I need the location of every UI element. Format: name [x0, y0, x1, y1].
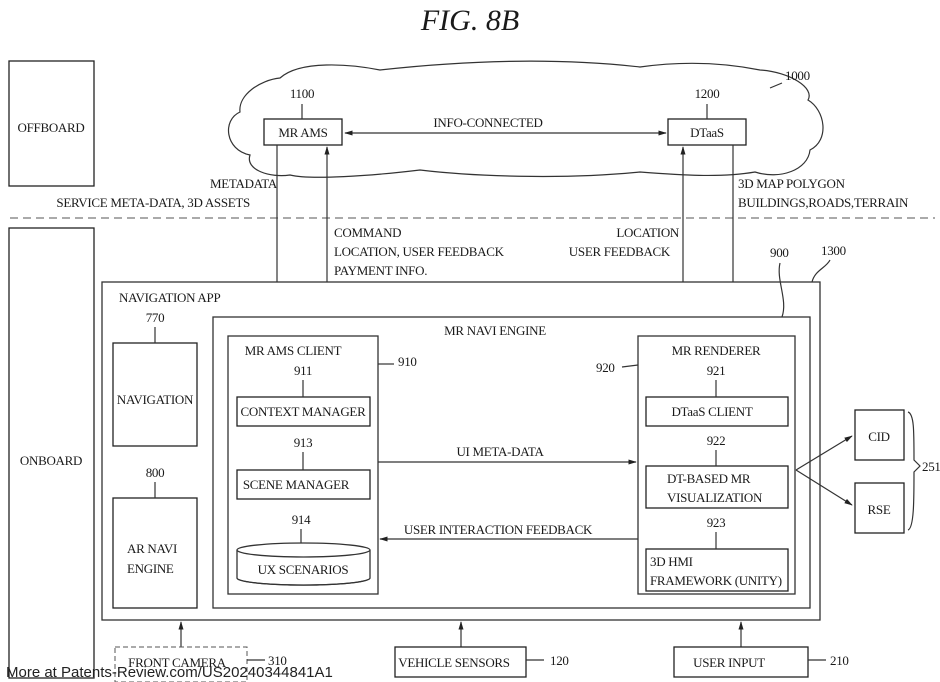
onboard-label: ONBOARD	[20, 453, 82, 468]
dt-mr-visualization-box	[645, 465, 789, 509]
front-camera-box	[114, 646, 248, 682]
scene-manager-ref: 913	[294, 435, 313, 450]
map-label-line2: BUILDINGS,ROADS,TERRAIN	[738, 195, 909, 210]
context-manager-ref: 911	[294, 363, 312, 378]
cloud-ref-leader	[769, 82, 783, 89]
context-manager-label: CONTEXT MANAGER	[241, 404, 367, 419]
ar-navi-label-line2: ENGINE	[127, 561, 174, 576]
user-input-ref: 210	[830, 653, 849, 668]
scene-manager-box	[236, 469, 371, 500]
dtaas-client-ref: 921	[707, 363, 726, 378]
mr-ams-label: MR AMS	[278, 125, 327, 140]
mr-renderer-label: MR RENDERER	[672, 343, 761, 358]
location-label-line2: USER FEEDBACK	[569, 244, 671, 259]
mr-ams-client-label: MR AMS CLIENT	[245, 343, 342, 358]
front-camera-ref: 310	[268, 653, 287, 668]
cloud-ref: 1000	[785, 68, 810, 83]
command-label-line2: LOCATION, USER FEEDBACK	[334, 244, 505, 259]
navigation-box	[112, 342, 198, 447]
dtaas-client-box	[645, 396, 789, 427]
ux-scenarios-label: UX SCENARIOS	[258, 562, 349, 577]
navigation-ref: 770	[146, 310, 165, 325]
context-manager-box	[236, 396, 371, 427]
dt-mr-vis-ref: 922	[707, 433, 726, 448]
vehicle-sensors-ref: 120	[550, 653, 569, 668]
navigation-app-ref: 1300	[821, 243, 846, 258]
mr-ams-box	[263, 118, 343, 146]
ar-navi-ref: 800	[146, 465, 165, 480]
hmi-ref: 923	[707, 515, 726, 530]
ar-navi-label-line1: AR NAVI	[127, 541, 177, 556]
displays-ref: 251	[922, 459, 940, 474]
hmi-label-line1: 3D HMI	[650, 554, 693, 569]
hmi-framework-box	[645, 548, 789, 592]
onboard-zone-box	[8, 227, 95, 679]
mr-renderer-ref: 920	[596, 360, 615, 375]
watermark-text: More at Patents-Review.com/US20240344841…	[6, 664, 333, 681]
dtaas-box	[667, 118, 747, 146]
ui-meta-data-label: UI META-DATA	[456, 444, 544, 459]
dt-mr-vis-label-line2: VISUALIZATION	[667, 490, 763, 505]
front-camera-label: FRONT CAMERA	[128, 655, 227, 670]
service-meta-label: SERVICE META-DATA, 3D ASSETS	[56, 195, 250, 210]
mr-renderer-ref-leader	[621, 364, 639, 368]
map-label-line1: 3D MAP POLYGON	[738, 176, 846, 191]
location-label-line1: LOCATION	[616, 225, 680, 240]
rse-box	[854, 482, 905, 534]
dtaas-client-label: DTaaS CLIENT	[671, 404, 752, 419]
dtaas-label: DTaaS	[690, 125, 724, 140]
command-label-line1: COMMAND	[334, 225, 401, 240]
mr-navi-engine-ref: 900	[770, 245, 789, 260]
mr-ams-client-ref: 910	[398, 354, 417, 369]
cloud-shape	[227, 60, 824, 178]
user-interaction-label: USER INTERACTION FEEDBACK	[404, 522, 593, 537]
ar-navi-engine-box	[112, 497, 198, 609]
command-label-line3: PAYMENT INFO.	[334, 263, 427, 278]
dtaas-ref: 1200	[695, 86, 720, 101]
offboard-zone-box	[8, 60, 95, 187]
user-input-box	[673, 646, 809, 678]
navigation-app-label: NAVIGATION APP	[119, 290, 220, 305]
vehicle-sensors-box	[394, 646, 527, 678]
rse-label: RSE	[868, 502, 891, 517]
dt-mr-vis-label-line1: DT-BASED MR	[667, 471, 751, 486]
navigation-app-ref-leader	[811, 259, 831, 283]
ux-scenarios-ref: 914	[292, 512, 311, 527]
ux-scenarios-database	[236, 542, 371, 586]
mr-ams-ref: 1100	[290, 86, 314, 101]
metadata-label: METADATA	[210, 176, 278, 191]
mr-navi-engine-label: MR NAVI ENGINE	[444, 323, 546, 338]
vehicle-sensors-label: VEHICLE SENSORS	[398, 655, 509, 670]
mr-navi-engine-ref-leader	[778, 262, 785, 318]
hmi-label-line2: FRAMEWORK (UNITY)	[650, 573, 782, 588]
cid-label: CID	[868, 429, 890, 444]
cid-box	[854, 409, 905, 461]
to-cid-arrow	[795, 435, 853, 471]
offboard-label: OFFBOARD	[18, 120, 85, 135]
displays-brace	[907, 411, 921, 531]
info-connected-label: INFO-CONNECTED	[433, 115, 542, 130]
figure-title: FIG. 8B	[420, 4, 519, 37]
user-input-label: USER INPUT	[693, 655, 765, 670]
to-rse-arrow	[795, 469, 853, 506]
scene-manager-label: SCENE MANAGER	[243, 477, 350, 492]
navigation-label: NAVIGATION	[117, 392, 194, 407]
